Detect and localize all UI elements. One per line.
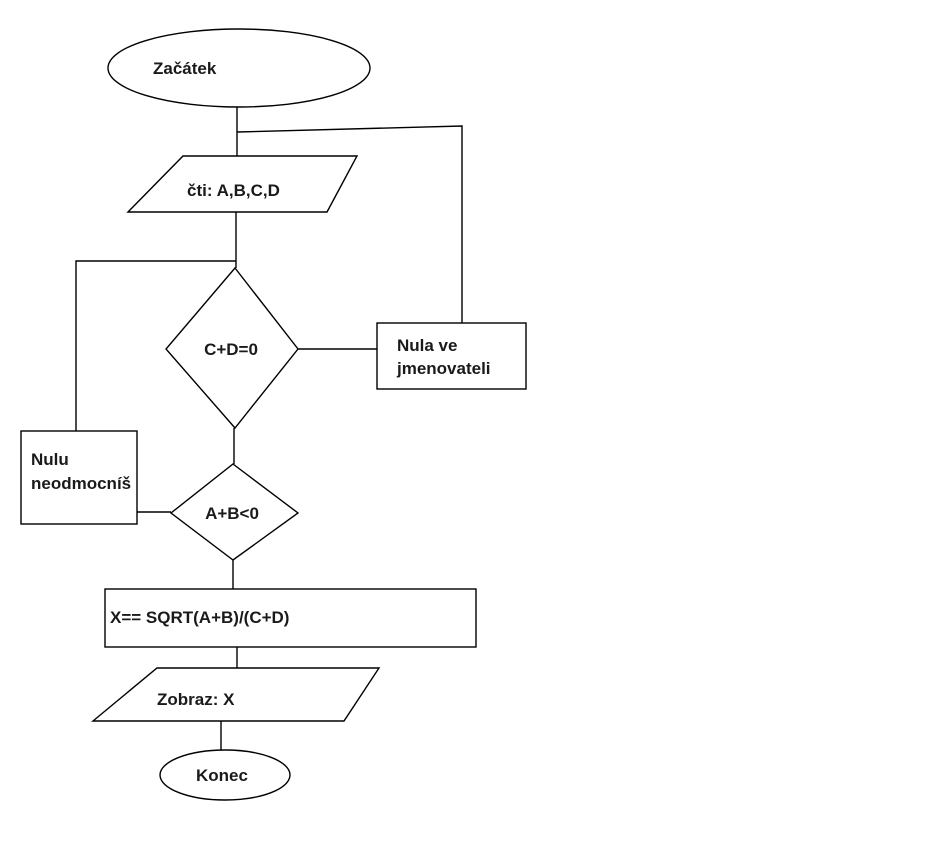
sqrt-error-line2: neodmocníš: [31, 474, 131, 493]
sqrt-error-line1: Nulu: [31, 450, 69, 469]
node-decision-denominator: C+D=0: [165, 266, 299, 430]
node-read-input: čti: A,B,C,D: [126, 155, 359, 213]
decision-sqrt-diamond: [169, 463, 300, 561]
decision-denominator-label: C+D=0: [204, 340, 258, 359]
decision-sqrt-label: A+B<0: [205, 504, 259, 523]
node-decision-sqrt: A+B<0: [169, 463, 300, 561]
end-ellipse: [159, 749, 291, 801]
decision-denominator-diamond: [165, 266, 299, 430]
read-input-parallelogram: [126, 155, 359, 213]
node-denominator-error: Nula ve jmenovateli: [376, 322, 527, 390]
sqrt-error-rect: [20, 430, 138, 525]
node-start: Začátek: [107, 28, 371, 108]
edge-read-branch-to-sqrt-error: [75, 260, 236, 431]
end-label: Konec: [196, 766, 248, 785]
node-sqrt-error: Nulu neodmocníš: [20, 430, 138, 525]
node-display-output: Zobraz: X: [91, 667, 381, 722]
edge-start-branch-to-denominator-error: [236, 125, 463, 323]
denominator-error-line2: jmenovateli: [396, 359, 491, 378]
connectors: [75, 106, 463, 750]
start-label: Začátek: [153, 59, 217, 78]
read-input-label: čti: A,B,C,D: [187, 181, 280, 200]
start-ellipse: [107, 28, 371, 108]
display-output-parallelogram: [91, 667, 381, 722]
node-compute: X== SQRT(A+B)/(C+D): [104, 588, 477, 648]
denominator-error-line1: Nula ve: [397, 336, 457, 355]
compute-label: X== SQRT(A+B)/(C+D): [110, 608, 289, 627]
compute-rect: [104, 588, 477, 648]
node-end: Konec: [159, 749, 291, 801]
display-output-label: Zobraz: X: [157, 690, 235, 709]
denominator-error-rect: [376, 322, 527, 390]
